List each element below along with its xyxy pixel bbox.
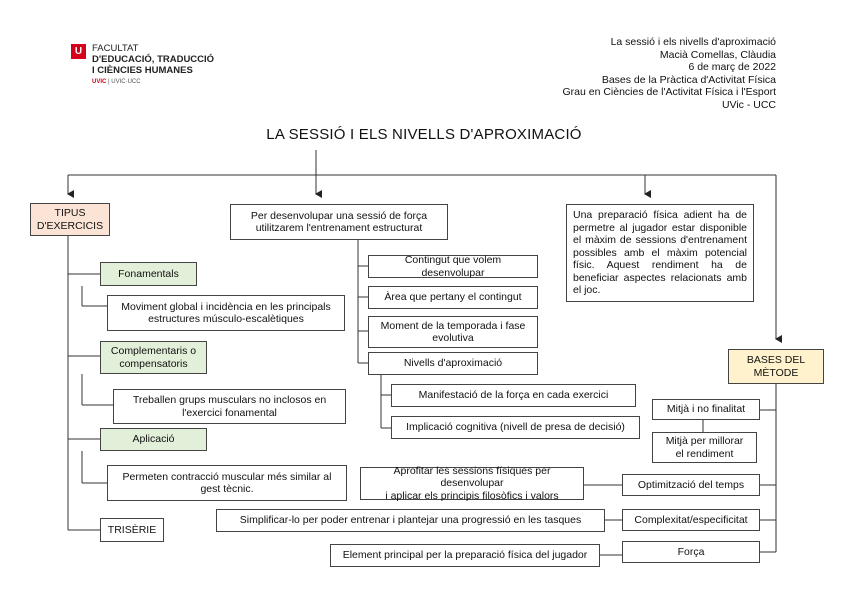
node-text: Fonamentals: [118, 267, 179, 280]
node-text: Permeten contracció muscular més similar…: [122, 470, 332, 483]
header-line: Macià Comellas, Clàudia: [659, 48, 776, 61]
faculty-name-line3: I CIÈNCIES HUMANES: [92, 65, 193, 76]
node-text: Optimització del temps: [637, 478, 745, 491]
node-text: i aplicar els principis filosòfics i val…: [385, 489, 559, 502]
page-title: LA SESSIÓ I ELS NIVELLS D'APROXIMACIÓ: [266, 126, 582, 143]
node-text: Per desenvolupar una sessió de força: [250, 209, 428, 222]
node-optimitzacio-desc: Aprofitar les sessions físiques per dese…: [360, 464, 584, 502]
header-line: La sessió i els nivells d'aproximació: [610, 36, 776, 48]
uvic-logo-mark: U: [71, 44, 86, 59]
node-text: Manifestació de la força en cada exercic…: [418, 389, 609, 402]
node-triserie: TRISÈRIE: [100, 518, 164, 542]
node-text: TIPUS: [54, 207, 86, 219]
node-contingut: Contingut que volem desenvolupar: [368, 254, 538, 279]
node-text: TRISÈRIE: [107, 523, 157, 536]
node-fonamentals: Fonamentals: [100, 262, 197, 286]
node-complexitat-especificitat: Complexitat/especificitat: [622, 509, 760, 531]
node-text: Simplificar-lo per poder entrenar i plan…: [239, 514, 582, 527]
node-text: MÈTODE: [753, 366, 799, 379]
node-text: Element principal per la preparació físi…: [342, 549, 588, 562]
node-forca-desc: Element principal per la preparació físi…: [330, 544, 600, 567]
node-text: l'exercici fonamental: [182, 406, 277, 419]
node-complexitat-desc: Simplificar-lo per poder entrenar i plan…: [216, 509, 605, 532]
node-text: gest tècnic.: [200, 483, 254, 495]
faculty-name-line1: FACULTAT: [92, 43, 139, 54]
node-implicacio-cognitiva: Implicació cognitiva (nivell de presa de…: [391, 416, 640, 439]
node-text: Mitjà i no finalitat: [666, 403, 746, 416]
node-text: Moment de la temporada i fase: [380, 319, 526, 332]
node-area: Àrea que pertany el contingut: [368, 286, 538, 309]
node-text: Moviment global i incidència en les prin…: [121, 300, 331, 313]
node-text: Aprofitar les sessions físiques per dese…: [393, 464, 551, 490]
node-text: Mitjà per millorar: [665, 435, 744, 447]
node-manifestacio-forca: Manifestació de la força en cada exercic…: [391, 384, 636, 407]
node-text: BASES DEL: [746, 354, 806, 366]
node-text: compensatoris: [119, 357, 188, 370]
node-text: Força: [677, 545, 705, 558]
node-text: Complexitat/especificitat: [634, 513, 748, 526]
node-text: Treballen grups musculars no inclosos en: [132, 394, 327, 406]
header-line: 6 de març de 2022: [688, 61, 776, 74]
node-text: Complementaris o: [110, 345, 197, 357]
node-text: Nivells d'aproximació: [403, 357, 503, 370]
header-line: Grau en Ciències de l'Activitat Física i…: [562, 86, 776, 99]
header-line: UVic - UCC: [721, 98, 776, 111]
document-header: La sessió i els nivells d'aproximació Ma…: [516, 36, 776, 112]
node-text: estructures músculo-escalètiques: [148, 313, 304, 325]
node-text: evolutiva: [432, 332, 474, 344]
node-nivells-aproximacio: Nivells d'aproximació: [368, 352, 538, 375]
node-text: Contingut que volem desenvolupar: [404, 254, 502, 279]
faculty-name-line2: D'EDUCACIÓ, TRADUCCIÓ: [92, 54, 215, 65]
node-text: Implicació cognitiva (nivell de presa de…: [406, 421, 625, 434]
node-aplicacio: Aplicació: [100, 428, 207, 451]
node-fonamentals-desc: Moviment global i incidència en les prin…: [107, 295, 345, 331]
node-text: utilitzarem l'entrenament estructurat: [255, 222, 423, 234]
node-aplicacio-desc: Permeten contracció muscular més similar…: [107, 465, 347, 501]
node-text: Una preparació física adient ha de perme…: [573, 209, 747, 297]
node-forca: Força: [622, 541, 760, 563]
node-text: el rendiment: [675, 447, 734, 460]
node-text: D'EXERCICIS: [36, 219, 104, 232]
node-mitja-no-finalitat: Mitjà i no finalitat: [652, 399, 760, 420]
uvic-tagline: UVIC | UVIC·UCC: [92, 79, 141, 85]
node-preparacio-fisica-text: Una preparació física adient ha de perme…: [566, 204, 754, 302]
node-text: Àrea que pertany el contingut: [384, 291, 522, 304]
node-optimitzacio-temps: Optimització del temps: [622, 474, 760, 496]
node-complementaris-desc: Treballen grups musculars no inclosos en…: [113, 389, 346, 424]
header-line: Bases de la Pràctica d'Activitat Física: [601, 73, 776, 86]
node-text: Aplicació: [132, 433, 175, 446]
